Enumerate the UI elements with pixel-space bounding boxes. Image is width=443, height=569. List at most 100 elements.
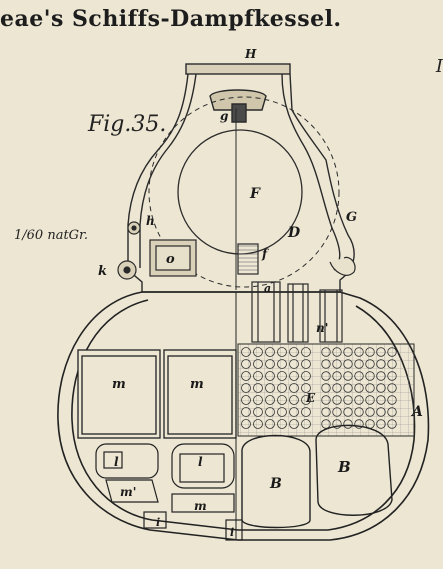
tube — [277, 383, 287, 393]
tube — [321, 347, 331, 357]
tube — [387, 347, 397, 357]
label-B-right: B — [337, 458, 351, 476]
tube — [241, 371, 251, 381]
tube — [332, 395, 342, 405]
tube — [365, 347, 375, 357]
tube — [376, 371, 386, 381]
tube — [289, 359, 299, 369]
tube — [321, 383, 331, 393]
tube — [376, 347, 386, 357]
tube — [332, 347, 342, 357]
tube — [301, 395, 311, 405]
tube — [289, 383, 299, 393]
tube — [321, 407, 331, 417]
fittings — [117, 221, 356, 280]
tube — [277, 347, 287, 357]
label-m-left: m — [112, 377, 126, 392]
label-D: D — [287, 225, 301, 241]
label-m-lower: m — [194, 499, 207, 513]
tube — [253, 395, 263, 405]
tube — [289, 371, 299, 381]
scale-label: 1/60 natGr. — [14, 228, 88, 243]
tube — [354, 383, 364, 393]
tube — [354, 347, 364, 357]
label-i-right: i — [230, 526, 234, 539]
tube — [354, 395, 364, 405]
tube — [241, 419, 251, 429]
tube — [365, 395, 375, 405]
tube — [332, 383, 342, 393]
tube — [332, 419, 342, 429]
tube — [241, 359, 251, 369]
tube — [301, 383, 311, 393]
tube — [332, 371, 342, 381]
tube — [253, 371, 263, 381]
label-H: H — [244, 47, 257, 61]
tube — [277, 395, 287, 405]
tube — [265, 359, 275, 369]
tube — [277, 371, 287, 381]
tube — [387, 371, 397, 381]
tube — [241, 395, 251, 405]
left-compartments — [77, 349, 237, 439]
tube — [343, 419, 353, 429]
label-F: F — [249, 186, 261, 202]
tube-circles — [241, 347, 397, 429]
tube — [253, 419, 263, 429]
tube — [301, 347, 311, 357]
label-i-left: i — [156, 516, 160, 529]
tube — [376, 383, 386, 393]
combustion-chamber — [251, 281, 343, 343]
tube — [265, 407, 275, 417]
tube — [343, 395, 353, 405]
label-n-prime: n' — [316, 321, 328, 335]
tube — [387, 395, 397, 405]
tube — [365, 407, 375, 417]
tube — [241, 347, 251, 357]
tube — [241, 407, 251, 417]
tube — [376, 419, 386, 429]
tube — [277, 359, 287, 369]
tube — [301, 407, 311, 417]
edge-label: I — [435, 56, 443, 77]
label-h: h — [146, 214, 155, 228]
tube — [376, 395, 386, 405]
tube — [289, 395, 299, 405]
tube — [301, 419, 311, 429]
tube — [343, 347, 353, 357]
tube — [253, 383, 263, 393]
tube — [354, 359, 364, 369]
tube-bank — [237, 343, 415, 437]
tube — [265, 383, 275, 393]
tube — [365, 359, 375, 369]
tube — [265, 419, 275, 429]
label-m-right: m — [190, 377, 204, 392]
tube — [321, 359, 331, 369]
tube — [265, 371, 275, 381]
figure-number: Fig.35. — [88, 112, 167, 137]
tube — [354, 407, 364, 417]
tube — [387, 359, 397, 369]
tube — [277, 407, 287, 417]
label-l-right: l — [198, 455, 203, 469]
tube — [321, 371, 331, 381]
label-a: a — [264, 282, 271, 295]
tube — [354, 371, 364, 381]
tube — [332, 359, 342, 369]
tube — [343, 383, 353, 393]
tube — [365, 371, 375, 381]
tube — [301, 371, 311, 381]
tube — [253, 359, 263, 369]
tube — [343, 407, 353, 417]
label-E: E — [305, 391, 316, 405]
label-f: f — [261, 247, 269, 261]
tube — [387, 407, 397, 417]
tube — [253, 347, 263, 357]
tube — [265, 347, 275, 357]
tube — [343, 371, 353, 381]
tube — [343, 359, 353, 369]
tube — [289, 419, 299, 429]
diagram-labels: H g F D G h k o f a n' m m E l l m' m i … — [98, 47, 423, 539]
